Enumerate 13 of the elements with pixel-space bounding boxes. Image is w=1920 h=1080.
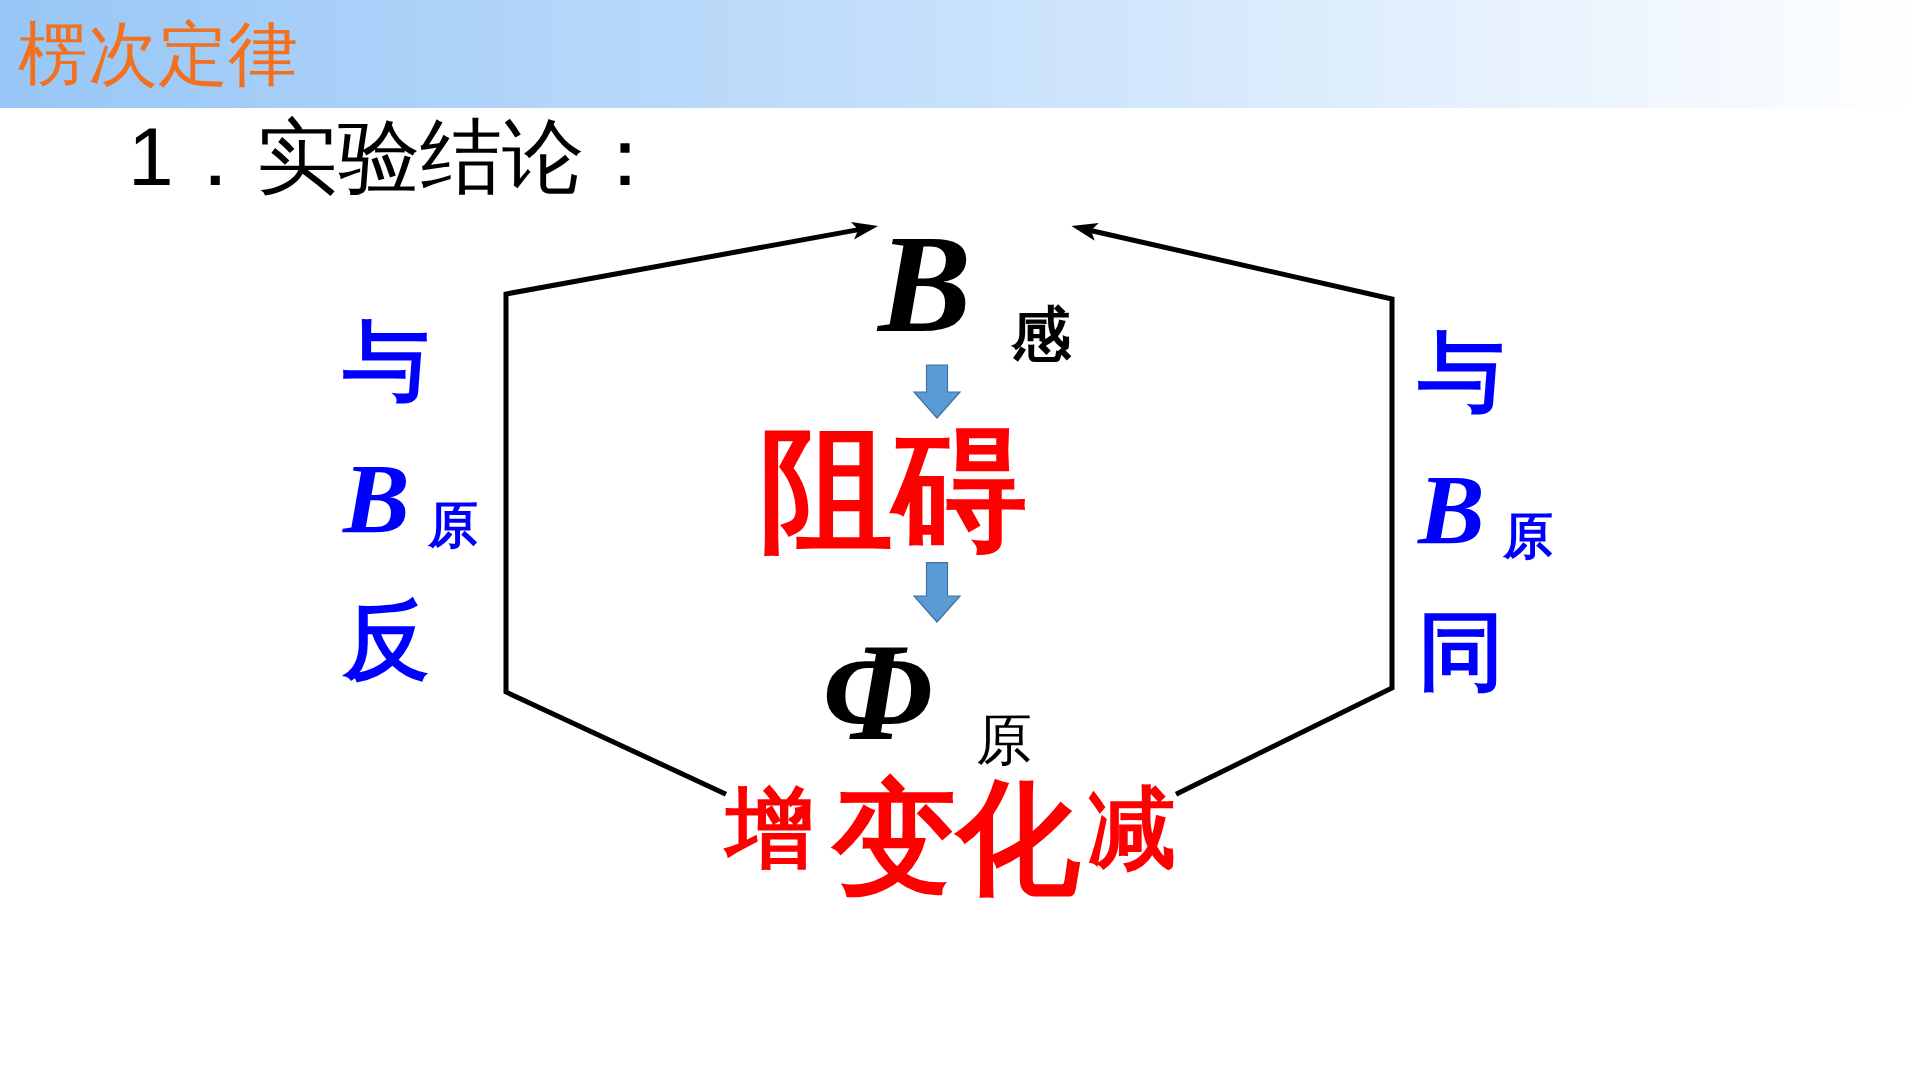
- block-arrow: [912, 364, 962, 419]
- arrow: [503, 221, 879, 797]
- section-heading: 1．实验结论：: [128, 110, 666, 204]
- arrow: [1070, 223, 1395, 797]
- edge-label: 与B$_{原}$反: [343, 312, 479, 690]
- symbol-label: B$_{感}$: [878, 214, 1072, 365]
- symbol-label: Φ$_{原}$: [822, 622, 1033, 768]
- keyword-text: 变化: [832, 772, 1080, 906]
- edge-label: 与B$_{原}$同: [1418, 323, 1554, 701]
- slide-title: 楞次定律: [18, 14, 298, 95]
- keyword-text: 减: [1088, 780, 1176, 876]
- keyword-text: 阻碍: [759, 418, 1027, 563]
- block-arrow: [912, 562, 962, 623]
